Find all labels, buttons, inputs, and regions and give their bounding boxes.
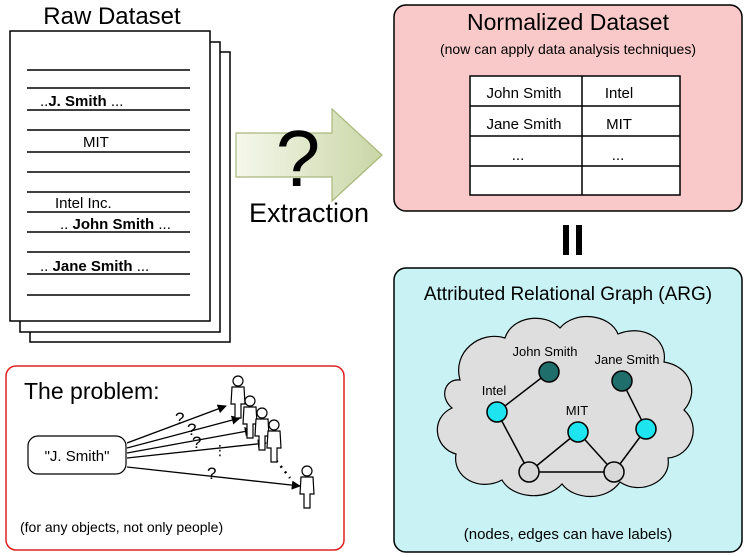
person-icon	[266, 419, 282, 463]
person-icon	[299, 465, 315, 509]
person-figures	[230, 375, 315, 509]
extraction-question-mark: ?	[276, 114, 321, 203]
extraction-label: Extraction	[249, 198, 369, 228]
node-label-intel: Intel	[482, 383, 507, 398]
raw-line-jane-smith: .. Jane Smith ...	[40, 258, 149, 275]
arg-title: Attributed Relational Graph (ARG)	[424, 284, 712, 305]
candidate-arrows	[126, 404, 301, 490]
problem-ellipsis: ⋮	[213, 442, 227, 458]
node-gray-left	[518, 461, 540, 483]
node-mit	[567, 421, 589, 443]
raw-page-text-lines	[27, 69, 190, 296]
table-cell: ...	[612, 147, 625, 164]
table-cell: ...	[512, 147, 525, 164]
node-right-cyan	[635, 418, 657, 440]
problem-group: The problem: "J. Smith" ? ? ? ? ⋮	[5, 365, 345, 551]
normalized-table: John Smith Intel Jane Smith MIT ... ...	[469, 75, 681, 196]
table-cell: John Smith	[486, 85, 561, 102]
raw-line-mit: MIT	[83, 134, 109, 151]
raw-line-j-smith: ..J. Smith ...	[40, 93, 123, 110]
raw-page-front	[9, 30, 211, 322]
extraction-arrow	[235, 107, 383, 203]
problem-question-mark: ?	[175, 409, 184, 428]
node-label-jane-smith: Jane Smith	[594, 352, 659, 367]
node-gray-right	[603, 461, 625, 483]
node-jane-smith	[611, 370, 633, 392]
problem-question-mark: ?	[192, 433, 201, 452]
extraction-group: ? Extraction	[235, 107, 383, 228]
j-smith-entity-label: "J. Smith"	[45, 448, 110, 465]
raw-dataset-title: Raw Dataset	[43, 3, 181, 30]
normalized-dataset-subtitle: (now can apply data analysis techniques)	[440, 41, 696, 57]
node-label-mit: MIT	[566, 403, 588, 418]
problem-footnote: (for any objects, not only people)	[20, 519, 223, 535]
person-icon	[242, 395, 258, 439]
arg-group: Attributed Relational Graph (ARG) John S…	[393, 267, 743, 553]
raw-dataset-group: Raw Dataset ..J. Smith ... MIT Intel Inc…	[9, 3, 231, 343]
raw-line-john-smith: .. John Smith ...	[60, 216, 171, 233]
problem-title: The problem:	[24, 378, 160, 404]
raw-line-intel: Intel Inc.	[55, 195, 112, 212]
equality-sign	[563, 225, 582, 255]
arg-caption: (nodes, edges can have labels)	[464, 526, 672, 543]
node-label-john-smith: John Smith	[512, 344, 577, 359]
node-intel	[486, 401, 508, 423]
problem-question-mark: ?	[207, 464, 216, 483]
node-john-smith	[538, 361, 560, 383]
problem-question-mark: ?	[187, 420, 196, 439]
arg-nodes	[486, 361, 657, 483]
person-icon	[230, 375, 246, 419]
table-cell: Intel	[605, 85, 633, 102]
normalized-dataset-group: Normalized Dataset (now can apply data a…	[393, 4, 743, 212]
person-icon	[254, 407, 270, 451]
j-smith-entity-box	[27, 435, 127, 475]
table-cell: Jane Smith	[486, 116, 561, 133]
table-cell: MIT	[606, 116, 632, 133]
normalized-dataset-title: Normalized Dataset	[467, 9, 670, 35]
